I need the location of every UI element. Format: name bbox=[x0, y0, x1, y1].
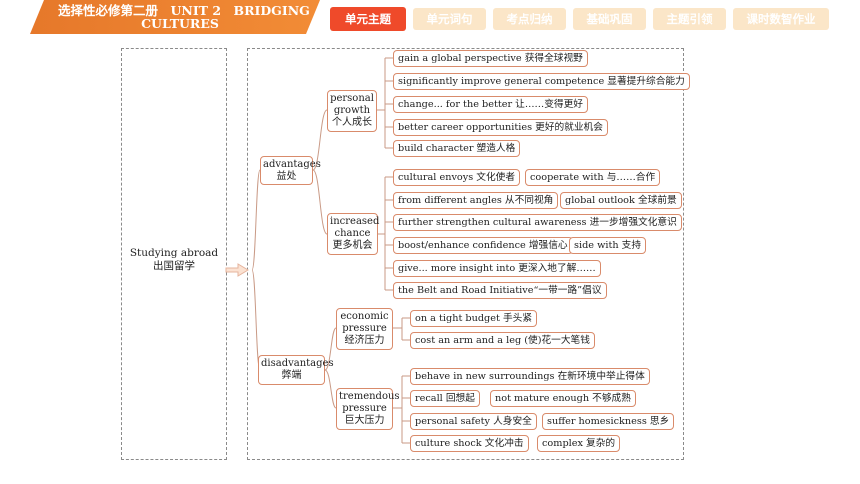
tab-theme-guide[interactable]: 主题引领 bbox=[653, 8, 726, 30]
list-item: boost/enhance confidence 增强信心 bbox=[393, 237, 573, 254]
list-item: on a tight budget 手头紧 bbox=[410, 310, 538, 327]
tab-basic-practice[interactable]: 基础巩固 bbox=[573, 8, 646, 30]
disadvantages-node: disadvantages 弊端 bbox=[258, 355, 334, 385]
list-item: cultural envoys 文化使者 bbox=[393, 169, 521, 186]
unit-title-line1: 选择性必修第二册 UNIT 2 BRIDGING bbox=[58, 3, 310, 18]
root-label-zh: 出国留学 bbox=[153, 260, 195, 272]
tab-unit-theme[interactable]: 单元主题 bbox=[330, 7, 406, 31]
list-item: cooperate with 与……合作 bbox=[525, 169, 661, 186]
disadvantages-label-en: disadvantages bbox=[261, 358, 334, 369]
list-item: not mature enough 不够成熟 bbox=[490, 390, 636, 407]
increased-chance-label-zh: 更多机会 bbox=[332, 240, 373, 251]
list-item: gain a global perspective 获得全球视野 bbox=[393, 50, 588, 67]
unit-title: 选择性必修第二册 UNIT 2 BRIDGING CULTURES bbox=[30, 0, 320, 34]
personal-growth-label-en2: growth bbox=[333, 105, 371, 116]
list-item: behave in new surroundings 在新环境中举止得体 bbox=[410, 368, 650, 385]
list-item: global outlook 全球前景 bbox=[560, 192, 682, 209]
personal-growth-label-zh: 个人成长 bbox=[332, 117, 372, 128]
list-item: cost an arm and a leg (使)花一大笔钱 bbox=[410, 332, 595, 349]
list-item: recall 回想起 bbox=[410, 390, 480, 407]
increased-chance-label-en1: increased bbox=[330, 216, 380, 227]
list-item: from different angles 从不同视角 bbox=[393, 192, 559, 209]
advantages-label-en: advantages bbox=[263, 159, 321, 170]
list-item: side with 支持 bbox=[569, 237, 647, 254]
advantages-node: advantages 益处 bbox=[260, 156, 321, 185]
tab-unit-vocab[interactable]: 单元词句 bbox=[413, 8, 486, 30]
list-item: build character 塑造人格 bbox=[393, 140, 521, 157]
increased-chance-node: increased chance 更多机会 bbox=[327, 213, 380, 255]
disadvantages-label-zh: 弊端 bbox=[281, 370, 302, 381]
tremendous-pressure-label-en2: pressure bbox=[342, 403, 387, 414]
list-item: complex 复杂的 bbox=[537, 435, 621, 452]
root-label-en: Studying abroad bbox=[129, 247, 219, 259]
root-node: Studying abroad 出国留学 bbox=[124, 247, 224, 273]
header-bar: 选择性必修第二册 UNIT 2 BRIDGING CULTURES 单元主题 单… bbox=[0, 0, 860, 36]
personal-growth-label-en1: personal bbox=[330, 93, 374, 104]
tremendous-pressure-node: tremendous pressure 巨大压力 bbox=[336, 388, 400, 430]
list-item: personal safety 人身安全 bbox=[410, 413, 537, 430]
personal-growth-node: personal growth 个人成长 bbox=[327, 90, 377, 132]
list-item: significantly improve general competence… bbox=[393, 73, 690, 90]
list-item: better career opportunities 更好的就业机会 bbox=[393, 119, 608, 136]
list-item: give... more insight into 更深入地了解…… bbox=[393, 260, 601, 277]
list-item: culture shock 文化冲击 bbox=[410, 435, 529, 452]
root-frame bbox=[121, 48, 227, 460]
economic-pressure-label-zh: 经济压力 bbox=[344, 335, 385, 346]
branches-frame bbox=[247, 48, 684, 460]
list-item: the Belt and Road Initiative“一带一路”倡议 bbox=[393, 282, 607, 299]
list-item: further strengthen cultural awareness 进一… bbox=[393, 214, 682, 231]
economic-pressure-label-en1: economic bbox=[340, 311, 389, 322]
list-item: change... for the better 让……变得更好 bbox=[393, 96, 588, 113]
tremendous-pressure-label-zh: 巨大压力 bbox=[344, 415, 385, 426]
advantages-label-zh: 益处 bbox=[276, 171, 297, 182]
unit-title-line2: CULTURES bbox=[141, 16, 219, 31]
economic-pressure-node: economic pressure 经济压力 bbox=[336, 308, 393, 350]
increased-chance-label-en2: chance bbox=[334, 228, 371, 239]
tab-key-points[interactable]: 考点归纳 bbox=[493, 8, 566, 30]
economic-pressure-label-en2: pressure bbox=[342, 323, 387, 334]
tremendous-pressure-label-en1: tremendous bbox=[339, 391, 400, 402]
tab-digital-homework[interactable]: 课时数智作业 bbox=[733, 8, 829, 30]
list-item: suffer homesickness 思乡 bbox=[542, 413, 675, 430]
